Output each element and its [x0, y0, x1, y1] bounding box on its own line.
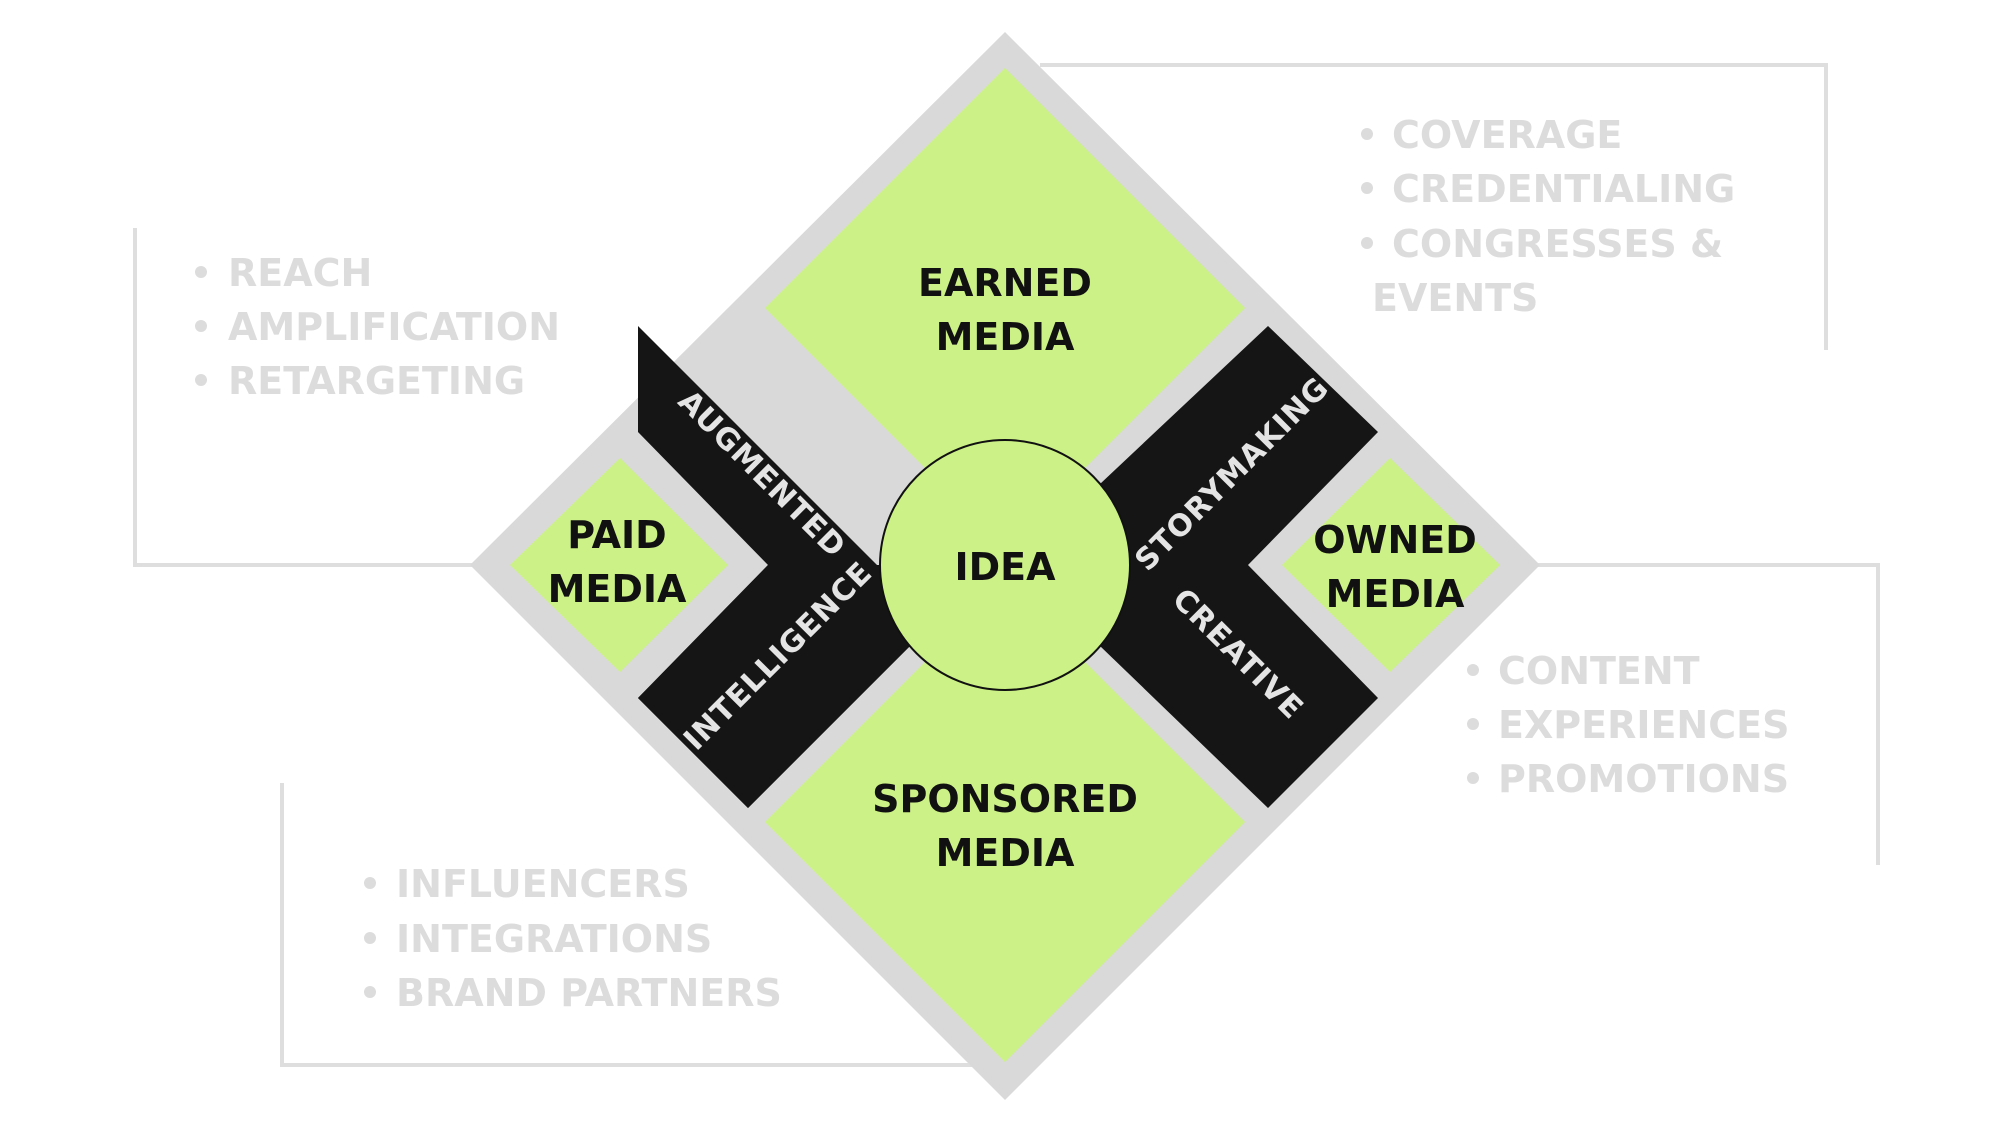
owned-media-panel [1282, 458, 1500, 672]
sponsored-list-item: INTEGRATIONS [396, 917, 712, 961]
left-chevron-band-lower [638, 565, 910, 808]
owned-list-item: EXPERIENCES [1498, 703, 1789, 747]
bullet-dot [1361, 128, 1373, 140]
bullet-dot [364, 932, 376, 944]
bullet-dot [1361, 182, 1373, 194]
paid-list-item: RETARGETING [228, 359, 525, 403]
sponsored-list-item: INFLUENCERS [396, 862, 690, 906]
earned-list-item: CONGRESSES & [1392, 222, 1723, 266]
bullet-dot [1467, 664, 1479, 676]
bullet-dot [1467, 772, 1479, 784]
earned-list-item: EVENTS [1372, 276, 1538, 320]
paid-list-item: REACH [228, 251, 372, 295]
bullet-dot [364, 877, 376, 889]
paid-label-line1: PAID [567, 513, 666, 557]
bullet-dot [364, 986, 376, 998]
sponsored-list-item: BRAND PARTNERS [396, 971, 782, 1015]
owned-list-item: PROMOTIONS [1498, 757, 1789, 801]
bullet-dot [195, 266, 207, 278]
paid-list-item: AMPLIFICATION [228, 305, 560, 349]
paid-bracket [133, 228, 478, 567]
earned-list-item: COVERAGE [1392, 113, 1622, 157]
sponsored-bracket [280, 783, 980, 1067]
earned-list-item: CREDENTIALING [1392, 167, 1735, 211]
earned-media-panel [765, 68, 1245, 548]
bullet-dot [195, 374, 207, 386]
earned-label-line2: MEDIA [936, 315, 1075, 359]
paid-media-panel [510, 458, 728, 672]
paid-label-line2: MEDIA [548, 567, 687, 611]
sponsored-label-line1: SPONSORED [872, 777, 1138, 821]
owned-list-item: CONTENT [1498, 649, 1700, 693]
bullet-dot [1361, 237, 1373, 249]
right-chevron-band [1100, 326, 1378, 808]
earned-bracket [1040, 63, 1828, 350]
bullet-dot [195, 320, 207, 332]
owned-bracket [1535, 563, 1880, 865]
sponsored-media-panel [765, 582, 1245, 1062]
idea-label: IDEA [954, 545, 1056, 589]
sponsored-label-line2: MEDIA [936, 831, 1075, 875]
earned-label-line1: EARNED [918, 261, 1092, 305]
idea-circle [879, 439, 1131, 691]
owned-label-line2: MEDIA [1326, 572, 1465, 616]
bullet-dot [1467, 718, 1479, 730]
owned-label-line1: OWNED [1313, 518, 1477, 562]
